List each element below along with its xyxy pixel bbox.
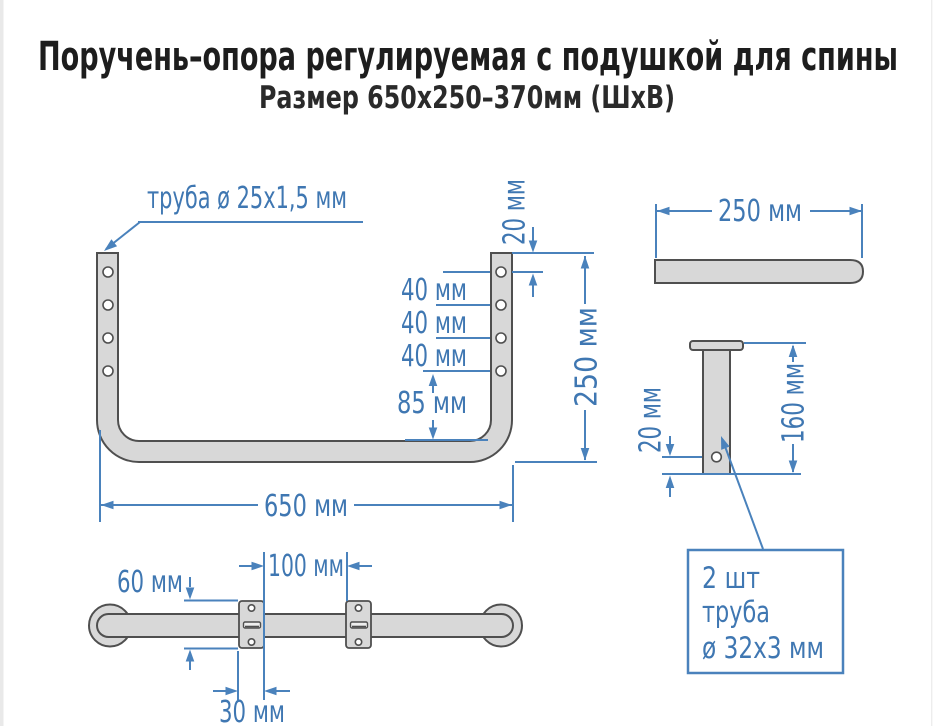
- left-edge-strip: [0, 0, 4, 726]
- arrowhead-up: [185, 649, 195, 662]
- arrowhead-right: [251, 561, 264, 571]
- arrowhead-left: [264, 686, 277, 696]
- leader-arrowhead: [721, 436, 730, 450]
- dim-hole-spacing-3: 40 мм: [401, 339, 467, 374]
- arrowhead-up: [665, 475, 675, 488]
- bar-side-shape: [654, 259, 865, 284]
- mounting-hole: [102, 365, 114, 377]
- plate-hole: [247, 637, 256, 646]
- arrowhead-left: [347, 561, 360, 571]
- mounting-hole: [495, 365, 507, 377]
- bottom-view: 60 мм 100 мм 30 мм: [88, 549, 523, 726]
- arrowhead-up: [428, 374, 438, 386]
- mounting-hole: [102, 332, 114, 344]
- bracket-hole: [710, 451, 723, 463]
- bracket-view: 160 мм 20 мм: [634, 340, 812, 550]
- arrowhead-right: [849, 206, 862, 216]
- dim-length-label: 160 мм: [777, 363, 812, 443]
- dim-top-offset-label: 20 мм: [498, 179, 533, 245]
- dim-height-label: 250 мм: [570, 307, 605, 407]
- mounting-hole: [102, 299, 114, 311]
- plate-hole: [247, 603, 256, 612]
- dim-depth-label: 250 мм: [718, 194, 802, 229]
- callout-box: [686, 548, 845, 675]
- bar-top-shape: [96, 613, 514, 638]
- right-edge-line: [931, 0, 933, 726]
- dim-hole-spacing-2: 40 мм: [401, 306, 467, 341]
- plate-hole: [354, 637, 363, 646]
- mounting-hole: [495, 299, 507, 311]
- leader-line: [722, 440, 764, 550]
- arrowhead-down: [428, 427, 438, 440]
- page-subtitle: Размер 650х250–370мм (ШхВ): [259, 80, 675, 116]
- bracket-flange-shape: [689, 340, 744, 351]
- arrowhead-up: [580, 256, 590, 269]
- arrowhead-left: [101, 500, 114, 510]
- leader-arrowhead: [104, 239, 118, 251]
- mounting-hole: [495, 332, 507, 344]
- dim-plate-height-label: 60 мм: [117, 565, 183, 600]
- callout-line-quantity: 2 шт: [702, 561, 760, 595]
- callout-line-size: ø 32х3 мм: [702, 631, 824, 665]
- pipe-label: труба ø 25х1,5 мм: [147, 181, 347, 216]
- dim-width-label: 650 мм: [264, 489, 348, 524]
- plate-hole: [354, 603, 363, 612]
- dim-hole-spacing-1: 40 мм: [401, 273, 467, 308]
- arrowhead-down: [665, 444, 675, 456]
- u-frame-shape: [96, 252, 513, 463]
- arrowhead-left: [657, 206, 670, 216]
- callout-line-part: труба: [702, 595, 770, 629]
- arrowhead-up: [788, 344, 798, 357]
- dim-plate-spacing-label: 100 мм: [268, 549, 344, 584]
- arrowhead-down: [185, 587, 195, 600]
- top-view: 250 мм: [654, 194, 865, 284]
- front-view: труба ø 25х1,5 мм 20 мм 40 мм 40 мм 40 м…: [96, 179, 605, 524]
- arrowhead-down: [528, 240, 538, 253]
- arrowhead-down: [788, 460, 798, 473]
- mounting-hole: [495, 266, 507, 278]
- dim-plate-width-label: 30 мм: [219, 695, 285, 726]
- arrowhead-right: [499, 500, 512, 510]
- arrowhead-up: [528, 273, 538, 286]
- dim-hole-offset-label: 20 мм: [634, 387, 669, 453]
- page-title: Поручень–опора регулируемая с подушкой д…: [38, 34, 898, 80]
- arrowhead-down: [580, 448, 590, 461]
- arrowhead-right: [225, 686, 238, 696]
- mounting-hole: [102, 266, 114, 278]
- callout-box-group: 2 шт труба ø 32х3 мм: [686, 548, 845, 675]
- dim-lower-gap-label: 85 мм: [397, 386, 467, 421]
